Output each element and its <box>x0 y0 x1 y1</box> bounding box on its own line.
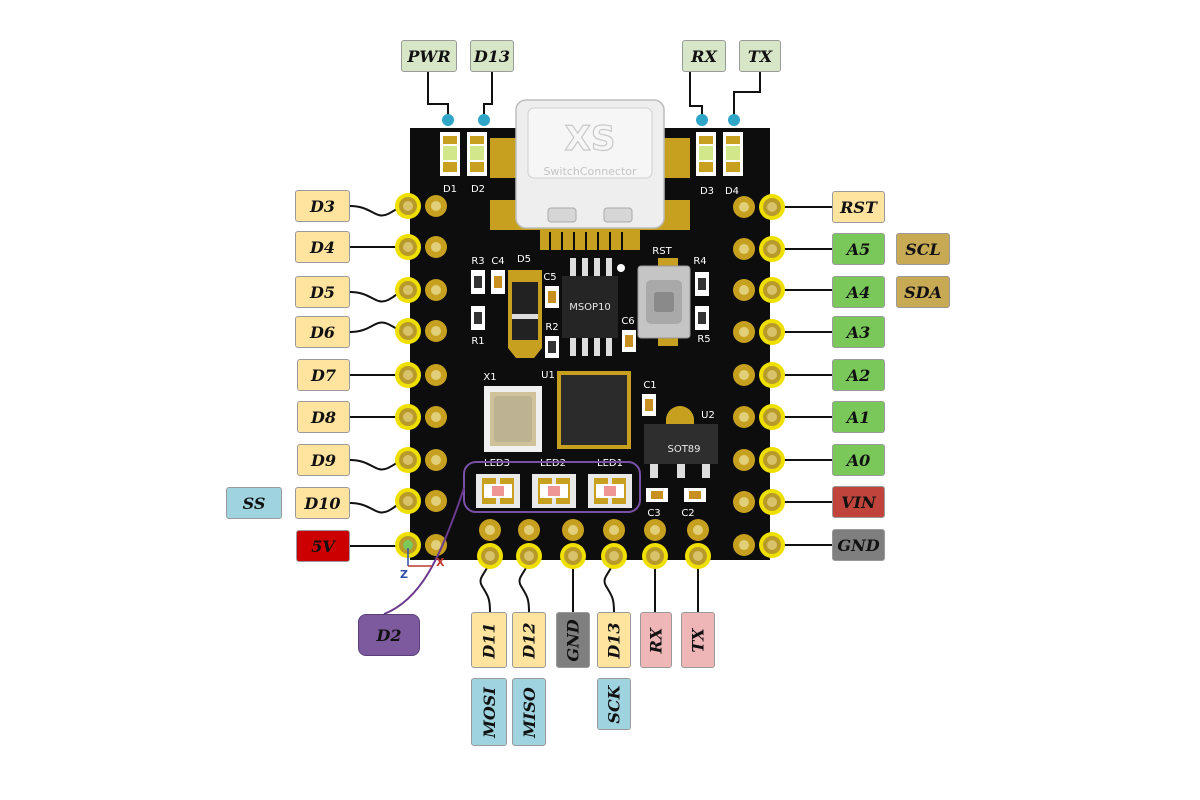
usb-contact-gaps <box>549 232 623 250</box>
label-rst: RST <box>832 191 885 223</box>
left-header <box>395 193 447 558</box>
label-d13-led: D13 <box>470 40 514 72</box>
svg-text:R4: R4 <box>693 256 706 267</box>
label-d3: D3 <box>295 190 350 222</box>
svg-text:LED2: LED2 <box>540 458 566 469</box>
label-tx-bottom: TX <box>681 612 715 668</box>
usb-contact-pads <box>540 228 640 250</box>
u2-sot89 <box>644 424 718 464</box>
right-outer-pins <box>759 194 785 558</box>
label-gnd-right: GND <box>832 529 885 561</box>
wire-rx-top <box>689 72 703 118</box>
svg-text:X1: X1 <box>483 372 496 383</box>
left-inner-pads <box>425 195 447 556</box>
label-d9: D9 <box>297 444 350 476</box>
usb-side-pad-right <box>662 138 690 178</box>
label-vin: VIN <box>832 486 885 518</box>
label-mosi: MOSI <box>471 678 507 746</box>
msop10-chip: MSOP10 <box>562 258 618 356</box>
svg-text:R2: R2 <box>545 322 558 333</box>
axis-z: Z <box>400 568 408 581</box>
rx-led-marker <box>696 114 708 126</box>
svg-text:D3: D3 <box>700 186 714 197</box>
svg-text:C2: C2 <box>681 508 694 519</box>
wire-d2 <box>383 487 465 615</box>
svg-text:R3: R3 <box>471 256 484 267</box>
svg-text:LED1: LED1 <box>597 458 623 469</box>
label-sda: SDA <box>896 276 950 308</box>
left-outer-pins <box>395 193 421 558</box>
label-a5: A5 <box>832 233 885 265</box>
label-d4: D4 <box>295 231 350 263</box>
right-inner-pads <box>733 196 755 556</box>
label-d8: D8 <box>297 401 350 433</box>
label-miso: MISO <box>512 678 546 746</box>
label-d5: D5 <box>295 276 350 308</box>
svg-text:U2: U2 <box>701 410 715 421</box>
d13-led-marker <box>478 114 490 126</box>
svg-text:D2: D2 <box>471 184 485 195</box>
tx-led-marker <box>728 114 740 126</box>
wire-pwr <box>427 72 449 118</box>
axis-x: X <box>436 556 445 569</box>
wire-tx-top <box>733 72 761 118</box>
wire-d13-top <box>483 72 493 118</box>
usb-side-pad-left <box>490 138 518 178</box>
label-d13-bottom: D13 <box>597 612 631 668</box>
svg-text:R1: R1 <box>471 336 484 347</box>
usb-sub-text: SwitchConnector <box>543 165 637 178</box>
label-ss: SS <box>226 487 282 519</box>
svg-text:C6: C6 <box>621 316 634 327</box>
svg-text:LED3: LED3 <box>484 458 510 469</box>
label-d7: D7 <box>297 359 350 391</box>
svg-text:SOT89: SOT89 <box>667 444 700 455</box>
svg-text:C3: C3 <box>647 508 660 519</box>
label-tx-led: TX <box>739 40 781 72</box>
svg-text:C4: C4 <box>491 256 504 267</box>
svg-text:U1: U1 <box>541 370 555 381</box>
label-a3: A3 <box>832 316 885 348</box>
bottom-header <box>477 519 711 569</box>
label-gnd-bottom: GND <box>556 612 590 668</box>
svg-text:RST: RST <box>652 246 672 257</box>
smd-leds-row <box>476 474 632 508</box>
svg-text:C5: C5 <box>543 272 556 283</box>
u2-tab <box>666 406 694 428</box>
label-a0: A0 <box>832 444 885 476</box>
label-a4: A4 <box>832 276 885 308</box>
u1-chip <box>561 375 627 445</box>
pwr-led-marker <box>442 114 454 126</box>
led-group-outline <box>463 461 641 513</box>
label-d2: D2 <box>358 614 420 656</box>
svg-text:MSOP10: MSOP10 <box>569 302 611 313</box>
label-scl: SCL <box>896 233 950 265</box>
svg-text:D5: D5 <box>517 254 531 265</box>
smd-leds-top <box>440 132 743 176</box>
label-d12: D12 <box>512 612 546 668</box>
usb-logo: XS <box>565 119 616 159</box>
label-a2: A2 <box>832 359 885 391</box>
label-sck: SCK <box>597 678 631 730</box>
label-d10: D10 <box>295 487 350 519</box>
svg-text:D4: D4 <box>725 186 739 197</box>
right-header <box>733 194 785 558</box>
label-rx-bottom: RX <box>640 612 672 668</box>
svg-text:D1: D1 <box>443 184 457 195</box>
svg-text:C1: C1 <box>643 380 656 391</box>
label-pwr: PWR <box>401 40 457 72</box>
label-5v: 5V <box>296 530 350 562</box>
label-rx-led: RX <box>682 40 726 72</box>
label-d11: D11 <box>471 612 507 668</box>
label-a1: A1 <box>832 401 885 433</box>
label-d6: D6 <box>295 316 350 348</box>
svg-text:R5: R5 <box>697 334 710 345</box>
